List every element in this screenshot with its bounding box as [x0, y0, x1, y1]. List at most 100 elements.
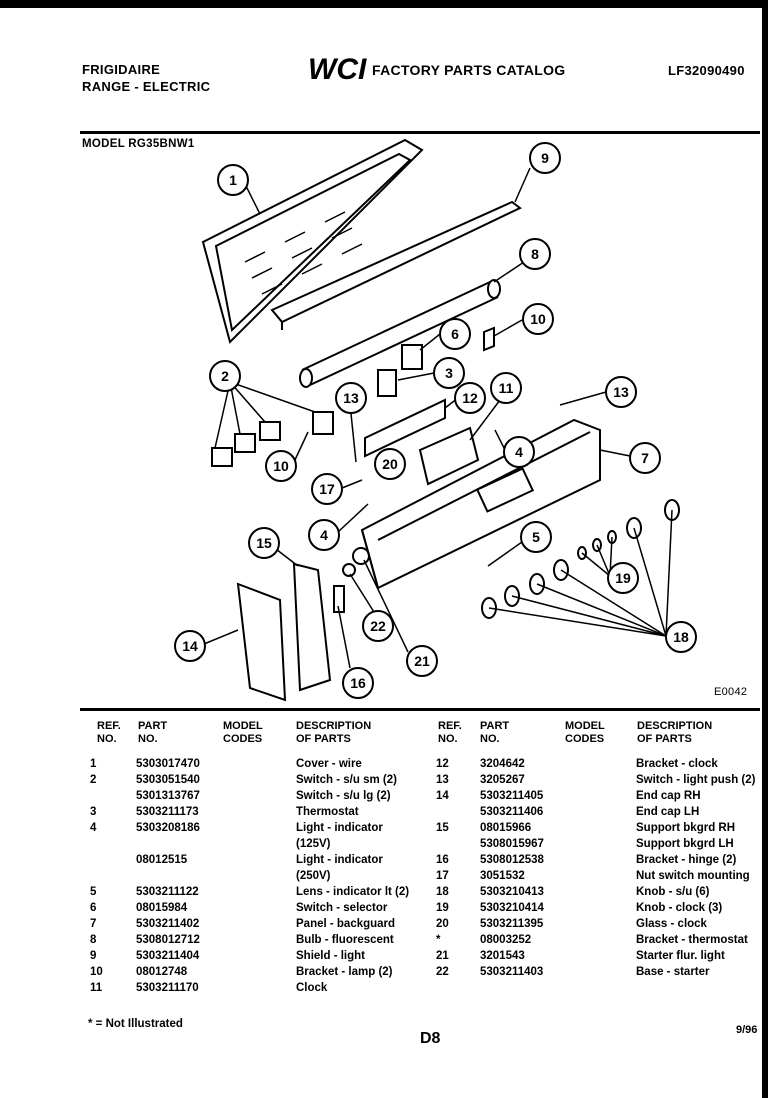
- part-no: 5303211122: [136, 886, 199, 898]
- part-description: Support bkgrd RH: [636, 822, 736, 834]
- part-no: 3201543: [480, 950, 525, 962]
- svg-text:14: 14: [182, 638, 198, 654]
- ref-no: 8: [90, 934, 97, 946]
- part-description: Light - indicator: [296, 854, 383, 866]
- page-number: D8: [420, 1030, 441, 1047]
- part-description: (250V): [296, 870, 331, 882]
- part-no: 5303211404: [136, 950, 200, 962]
- ref-no: 14: [436, 790, 449, 802]
- ref-no: 22: [436, 966, 449, 978]
- callout-11: 11: [490, 372, 522, 404]
- part-description: Shield - light: [296, 950, 365, 962]
- part-no: 5301313767: [136, 790, 200, 802]
- svg-text:9: 9: [541, 150, 549, 166]
- col-header-desc-right: DESCRIPTION OF PARTS: [637, 720, 713, 745]
- svg-text:1: 1: [229, 172, 237, 188]
- part-description: Base - starter: [636, 966, 710, 978]
- ref-no: 3: [90, 806, 97, 818]
- ref-no: [90, 854, 136, 870]
- svg-text:5: 5: [532, 529, 540, 545]
- callout-6: 6: [439, 318, 471, 350]
- table-row: 20 5303211395 Glass - clock: [436, 918, 764, 934]
- catalog-number: LF32090490: [668, 63, 745, 78]
- col-header-part-left: PART NO.: [138, 720, 168, 745]
- catalog-title: FACTORY PARTS CATALOG: [372, 62, 566, 78]
- wci-logo: WCI: [308, 53, 367, 82]
- callout-10-left: 10: [265, 450, 297, 482]
- ref-no: [436, 806, 480, 822]
- part-description: Thermostat: [296, 806, 359, 818]
- part-description: Bracket - thermostat: [636, 934, 748, 946]
- svg-text:4: 4: [320, 527, 328, 543]
- part-description: Bracket - hinge (2): [636, 854, 737, 866]
- part-surface-knobs: [481, 499, 680, 619]
- svg-text:10: 10: [273, 458, 289, 474]
- part-clock: [418, 426, 480, 486]
- part-description: Lens - indicator lt (2): [296, 886, 410, 898]
- svg-text:6: 6: [451, 326, 459, 342]
- part-selector-switch: [401, 344, 423, 370]
- part-surface-switches: [211, 411, 334, 467]
- part-no: 3051532: [480, 870, 525, 882]
- ref-no: 19: [436, 902, 449, 914]
- ref-no: 1: [90, 758, 97, 770]
- ref-no: 18: [436, 886, 449, 898]
- ref-no: 20: [436, 918, 449, 930]
- part-no: 5303211395: [480, 918, 544, 930]
- svg-text:17: 17: [319, 481, 335, 497]
- callout-14: 14: [174, 630, 206, 662]
- callout-8: 8: [519, 238, 551, 270]
- part-description: Starter flur. light: [636, 950, 725, 962]
- ref-no: 10: [90, 966, 103, 978]
- part-no: 5303208186: [136, 822, 200, 834]
- part-description: Switch - s/u sm (2): [296, 774, 397, 786]
- svg-text:3: 3: [445, 365, 453, 381]
- part-no: 5308012712: [136, 934, 200, 946]
- svg-text:10: 10: [530, 311, 546, 327]
- ref-no: 9: [90, 950, 97, 962]
- table-row: (250V): [90, 870, 431, 886]
- brand-name: FRIGIDAIRE: [82, 62, 161, 77]
- exploded-parts-diagram: 1 9 8 10 6 2 3 13 11 12 13 7 20 4 10 17 …: [174, 138, 697, 702]
- table-row: (125V): [90, 838, 431, 854]
- part-no: 3205267: [480, 774, 525, 786]
- svg-text:20: 20: [382, 456, 398, 472]
- part-description: End cap RH: [636, 790, 701, 802]
- part-thermostat: [377, 369, 397, 397]
- ref-no: 4: [90, 822, 97, 834]
- svg-text:16: 16: [350, 675, 366, 691]
- callout-22: 22: [362, 610, 394, 642]
- table-row: 08012515 Light - indicator: [90, 854, 431, 870]
- not-illustrated-note: * = Not Illustrated: [88, 1018, 183, 1030]
- svg-text:2: 2: [221, 368, 229, 384]
- callout-17: 17: [311, 473, 343, 505]
- part-description: Panel - backguard: [296, 918, 396, 930]
- col-header-codes-right: MODEL CODES: [565, 720, 605, 745]
- part-starter: [342, 563, 356, 577]
- part-description: Glass - clock: [636, 918, 707, 930]
- svg-text:4: 4: [515, 444, 523, 460]
- part-no: 08003252: [480, 934, 532, 946]
- col-header-codes-left: MODEL CODES: [223, 720, 263, 745]
- page-border-right: [762, 0, 768, 1098]
- col-header-ref-right: REF. NO.: [438, 720, 462, 745]
- svg-text:11: 11: [499, 380, 514, 396]
- callout-2: 2: [209, 360, 241, 392]
- part-description: Bracket - lamp (2): [296, 966, 393, 978]
- part-no: 08012515: [136, 854, 188, 866]
- part-light-shield: [270, 200, 522, 324]
- callout-12: 12: [454, 382, 486, 414]
- part-no: 5303211406: [480, 806, 544, 818]
- part-fluorescent-bulb: [299, 279, 501, 388]
